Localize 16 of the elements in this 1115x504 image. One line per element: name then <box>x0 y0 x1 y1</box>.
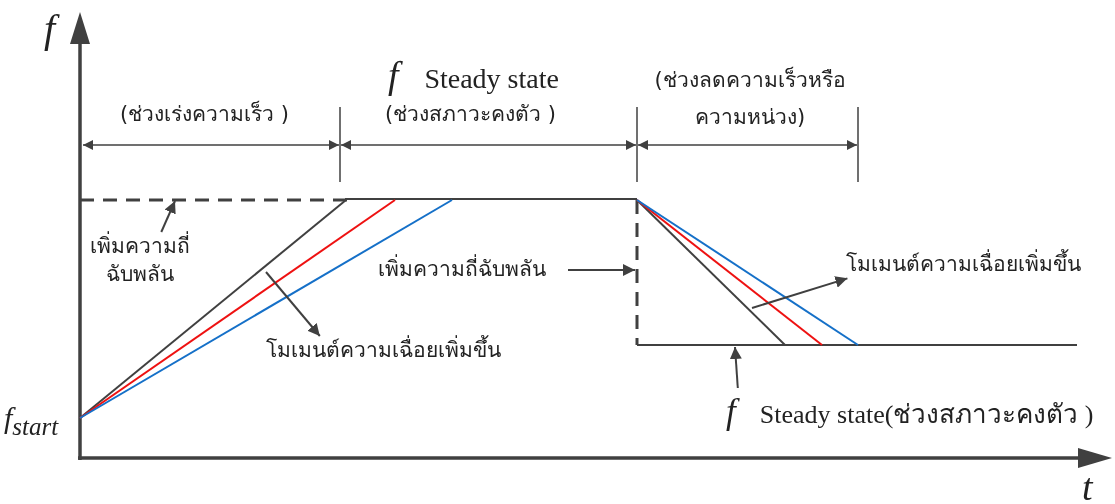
annotation-text: โมเมนต์ความเฉื่อยเพิ่มขึ้น <box>266 336 516 365</box>
dimension-label: (ช่วงลดความเร็วหรือ ความหน่วง) <box>653 65 847 131</box>
annotation-text: f Steady state(ช่วงสภาวะคงตัว ) <box>726 391 1095 433</box>
annotation-text: f Steady state <box>388 53 559 98</box>
leader-arrow <box>567 264 636 276</box>
annotation-text: เพิ่มความถี่ฉับพลัน <box>378 255 568 284</box>
dimension-label: (ช่วงสภาวะคงตัว ) <box>385 101 557 128</box>
leader-arrow <box>751 276 849 309</box>
dimension-label: (ช่วงเร่งความเร็ว ) <box>120 100 290 128</box>
leader-arrow <box>160 200 176 233</box>
annotation-text: เพิ่มความถี่ฉับพลัน <box>84 232 196 289</box>
leader-arrow <box>265 271 321 337</box>
axis-label: f$_{start}$ <box>4 400 59 442</box>
axis-label: t <box>1082 465 1093 504</box>
annotation-text: โมเมนต์ความเฉื่อยเพิ่มขึ้น <box>846 250 1096 279</box>
leader-arrow <box>729 346 742 389</box>
